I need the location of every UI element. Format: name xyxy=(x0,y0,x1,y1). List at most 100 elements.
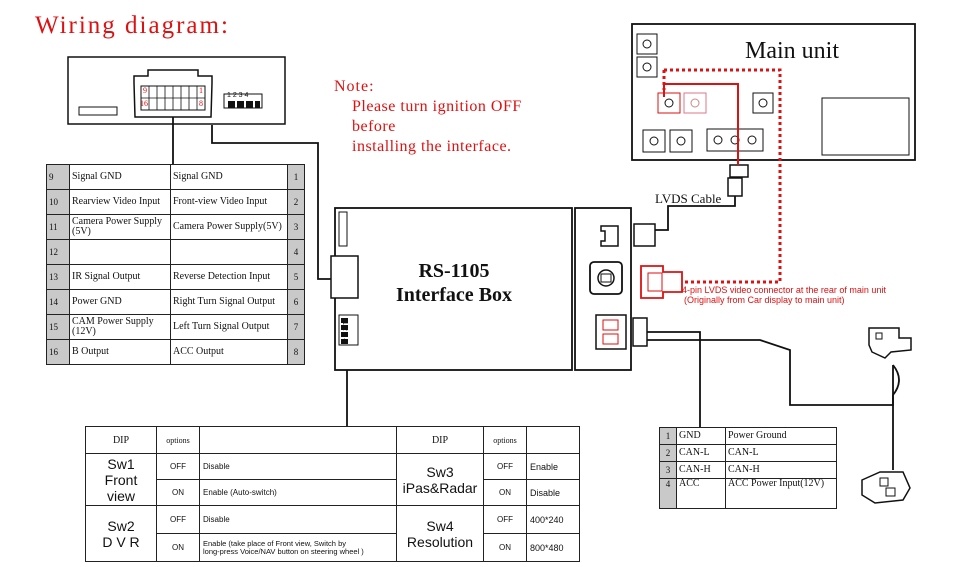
pin-number-right: 3 xyxy=(287,214,305,240)
pin-number-right: 8 xyxy=(287,339,305,365)
sw1-desc-off: Disable xyxy=(199,453,397,480)
sw3-desc-on: Disable xyxy=(526,479,580,506)
sw2-desc-on-line-1: Enable (take place of Front view, Switch… xyxy=(203,538,346,548)
lvds-red-wire xyxy=(663,83,739,129)
diagram-title: Wiring diagram: xyxy=(35,12,230,39)
dip-header: DIP xyxy=(85,426,157,454)
pin-label-right: ACC Output xyxy=(170,339,288,365)
pin-number-right: 7 xyxy=(287,314,305,340)
sw2-opt-on: ON xyxy=(156,533,200,562)
lvds-dotted-route xyxy=(664,68,782,284)
pin-label-right xyxy=(170,239,288,265)
pin-number-left: 13 xyxy=(46,264,70,290)
pin-number-left: 9 xyxy=(46,164,70,190)
sw3-opt-off: OFF xyxy=(483,453,527,480)
pin-label-left: Camera Power Supply (5V) xyxy=(69,214,171,240)
pin-number-right: 6 xyxy=(287,289,305,315)
lvds-note-line-1: 4-pin LVDS video connector at the rear o… xyxy=(682,285,886,295)
pin-table-row: 12 4 xyxy=(46,239,305,265)
car-connector-bottom xyxy=(861,471,911,504)
sw4-opt-off: OFF xyxy=(483,505,527,534)
dip-header: DIP xyxy=(396,426,484,454)
pin-number-right: 2 xyxy=(287,189,305,215)
pin-label-left: IR Signal Output xyxy=(69,264,171,290)
pin-number-left: 16 xyxy=(46,339,70,365)
sw1-desc-on: Enable (Auto-switch) xyxy=(199,479,397,506)
sw4-desc-on: 800*480 xyxy=(526,533,580,562)
sw4-cell: Sw4 Resolution xyxy=(396,505,484,562)
can-pin-signal: GND xyxy=(676,427,726,445)
can-pin-function: Power Ground xyxy=(725,427,837,445)
sw3-name: Sw3 xyxy=(426,463,454,480)
pin-number-left: 10 xyxy=(46,189,70,215)
sw2-desc-on: Enable (take place of Front view, Switch… xyxy=(199,533,397,562)
pin-number-right: 1 xyxy=(287,164,305,190)
sw3-cell: Sw3 iPas&Radar xyxy=(396,453,484,506)
can-pin-signal: CAN-H xyxy=(676,461,726,479)
can-cable-plug xyxy=(632,317,648,347)
can-pin-function: CAN-L xyxy=(725,444,837,462)
desc-header xyxy=(526,426,580,454)
note-line-3: installing the interface. xyxy=(352,138,512,155)
main-unit-label: Main unit xyxy=(745,38,839,64)
pin-label-left: Signal GND xyxy=(69,164,171,190)
box-16pin-port xyxy=(330,255,359,299)
can-pin-number: 2 xyxy=(659,444,677,462)
dip-table: DIP options DIP options Sw1 Front view O… xyxy=(85,426,580,562)
pin-label-right: Front-view Video Input xyxy=(170,189,288,215)
pin-number-left: 14 xyxy=(46,289,70,315)
pin-number-left: 12 xyxy=(46,239,70,265)
sw1-cell: Sw1 Front view xyxy=(85,453,157,506)
box-slot xyxy=(338,211,348,247)
pin-label-right: Right Turn Signal Output xyxy=(170,289,288,315)
interface-box-model: RS-1105 xyxy=(418,260,490,282)
pin-number-left: 15 xyxy=(46,314,70,340)
plug-pin-9: 9 xyxy=(143,86,147,95)
sw3-opt-on: ON xyxy=(483,479,527,506)
can-pin-signal: ACC xyxy=(676,478,726,509)
sw3-desc-off: Enable xyxy=(526,453,580,480)
lvds-in-port xyxy=(600,225,619,247)
pin-number-right: 4 xyxy=(287,239,305,265)
can-pin-number: 3 xyxy=(659,461,677,479)
box-dip-switch xyxy=(338,314,359,346)
pin-label-left: Power GND xyxy=(69,289,171,315)
sw2-name: Sw2 xyxy=(107,517,135,534)
pin-number-left: 11 xyxy=(46,214,70,240)
box-dip-label: 1 2 3 4 xyxy=(341,321,348,343)
sw2-desc-on-line-2: long-press Voice/NAV button on steering … xyxy=(203,546,364,556)
lvds-cable-plug xyxy=(633,223,656,247)
sw1-name: Sw1 xyxy=(107,455,135,472)
sw4-function: Resolution xyxy=(406,533,474,550)
can-wire-to-car xyxy=(647,339,894,406)
pin-label-left: Rearview Video Input xyxy=(69,189,171,215)
pin-label-left: CAM Power Supply (12V) xyxy=(69,314,171,340)
sw4-desc-off: 400*240 xyxy=(526,505,580,534)
sw1-opt-on: ON xyxy=(156,479,200,506)
lvds-cable xyxy=(655,184,736,231)
pin-label-left xyxy=(69,239,171,265)
can-pin-signal: CAN-L xyxy=(676,444,726,462)
can-pin-function: ACC Power Input(12V) xyxy=(725,478,837,509)
can-wire-to-table xyxy=(647,331,701,427)
pin-label-right: Camera Power Supply(5V) xyxy=(170,214,288,240)
pin-label-right: Signal GND xyxy=(170,164,288,190)
sw2-desc-off: Disable xyxy=(199,505,397,534)
interface-box-name: Interface Box xyxy=(395,284,513,306)
can-port xyxy=(595,314,627,350)
pin-label-left: B Output xyxy=(69,339,171,365)
car-connector-top xyxy=(868,327,912,359)
lvds-cable-label: LVDS Cable xyxy=(655,191,722,206)
16-pin-connector-plug xyxy=(133,69,213,118)
note-heading: Note: xyxy=(334,78,375,95)
